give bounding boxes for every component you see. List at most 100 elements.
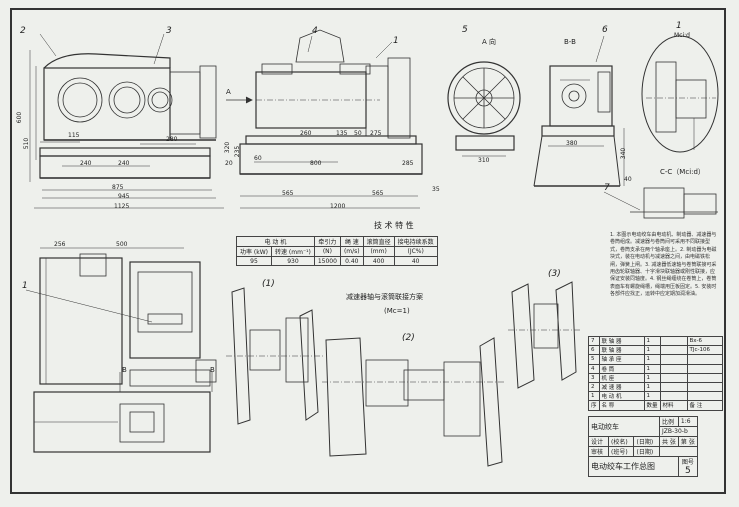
scheme-scale: (Mc=1) (384, 307, 410, 315)
part-mat (659, 372, 688, 383)
bb-view (533, 35, 625, 187)
callout-plan-1: 1 (22, 281, 28, 291)
title-block-footer: 电动绞车工作总图 (588, 456, 679, 477)
dim-500: 500 (116, 241, 128, 248)
parts-head-no: 序 (588, 400, 600, 411)
callout-2: 2 (20, 26, 26, 36)
dim-310: 310 (478, 157, 490, 164)
dim-40: 40 (624, 176, 632, 183)
dim-60: 60 (254, 155, 262, 162)
title-block-sheets: 共 张 (659, 436, 679, 447)
part-name: 机 座 (598, 372, 645, 383)
tech-table: 电 动 机 牵引力 绳 速 滚筒直径 接电持续系数 功率 (kW) 转速 (mm… (236, 236, 438, 266)
section-b-right: B (210, 366, 215, 374)
dim-800: 800 (310, 160, 322, 167)
part-mat (659, 363, 688, 374)
part-mat (659, 345, 688, 356)
scheme-3 (508, 281, 582, 389)
scheme-label-1: (1) (262, 279, 275, 289)
dim-280: 280 (166, 136, 178, 143)
part-qty: 1 (643, 391, 661, 402)
front-view (29, 33, 224, 209)
dim-340: 340 (620, 147, 628, 160)
tech-pull: 15000 (313, 256, 341, 266)
parts-head-name: 名 称 (598, 400, 645, 411)
part-no: 2 (588, 381, 600, 393)
scheme-1 (226, 287, 324, 425)
dim-285: 285 (402, 160, 414, 167)
part-qty: 1 (643, 363, 661, 374)
part-qty: 1 (643, 354, 661, 365)
tech-head-vel: 绳 速 (339, 236, 364, 247)
callout-6: 6 (602, 25, 608, 35)
dim-875: 875 (112, 184, 124, 191)
part-note: TJc-106 (686, 345, 723, 356)
tech-unit-dia: (mm) (362, 246, 395, 257)
dim-240-a: 240 (80, 160, 92, 167)
tech-speed: 930 (271, 256, 315, 266)
tech-unit-jc: (JC%) (393, 246, 438, 257)
bb-view-label: B-B (564, 38, 576, 46)
tech-unit-vel: (m/s) (339, 246, 364, 257)
tech-vel: 0.40 (339, 256, 364, 266)
part-note (686, 381, 723, 393)
part-name: 联 轴 器 (598, 335, 645, 347)
plan-view (25, 247, 217, 453)
title-block: 电动绞车 比例 1:6 JZB-30-b 设计 (校名) (日期) 共 张 第 … (588, 416, 698, 477)
detail-i-scale: Mci:d (674, 32, 690, 39)
dim-380: 380 (566, 140, 578, 147)
dim-320: 320 (224, 141, 232, 154)
dim-235: 235 (234, 145, 242, 158)
callout-4: 4 (312, 26, 318, 36)
title-block-check: 审核 (588, 446, 609, 457)
tech-head-dia: 滚筒直径 (362, 236, 395, 247)
title-block-ratio: 1:6 (677, 416, 698, 427)
tech-head-pull: 牵引力 (313, 236, 341, 247)
dim-260: 260 (300, 130, 312, 137)
tech-dia: 400 (362, 256, 395, 266)
dim-600: 600 (16, 111, 24, 124)
tech-title: 技 术 特 性 (374, 221, 414, 230)
dim-945: 945 (118, 193, 130, 200)
a-view-label: A 向 (482, 38, 497, 46)
parts-header-row: 序名 称数量材料备 注 (588, 400, 723, 411)
part-mat (659, 354, 688, 365)
part-name: 卷 筒 (598, 363, 645, 374)
dim-50: 50 (354, 130, 362, 137)
fig-no-label: 图号 (681, 459, 694, 466)
cc-view (603, 187, 718, 219)
parts-head-note: 备 注 (686, 400, 723, 411)
parts-head-qty: 数量 (643, 400, 661, 411)
dim-35: 35 (432, 186, 440, 193)
dim-20: 20 (225, 160, 233, 167)
dim-510: 510 (23, 137, 31, 150)
part-no: 5 (588, 354, 600, 365)
part-name: 减 速 器 (598, 381, 645, 393)
part-no: 6 (588, 345, 600, 356)
part-note (686, 391, 723, 402)
technical-notes: 1. 本图示电动绞车由电动机、制动器、减速器与卷筒组成。减速器与卷筒间可采用不同… (610, 232, 717, 298)
dim-1125: 1125 (114, 203, 130, 210)
title-block-ratio-label: 比例 (659, 416, 679, 427)
dim-256: 256 (54, 241, 66, 248)
dim-1200: 1200 (330, 203, 346, 210)
detail-i-callout: 1 (676, 21, 682, 31)
title-block-name-field: (校名) (607, 436, 635, 447)
title-block-name: 电动绞车 (588, 416, 660, 437)
part-name: 轴 承 座 (598, 354, 645, 365)
part-qty: 1 (643, 381, 661, 393)
scheme-label-2: (2) (402, 333, 415, 343)
part-qty: 1 (643, 335, 661, 347)
part-note (686, 354, 723, 365)
fig-no-value: 5 (685, 466, 691, 476)
tech-head-motor: 电 动 机 (236, 236, 315, 247)
